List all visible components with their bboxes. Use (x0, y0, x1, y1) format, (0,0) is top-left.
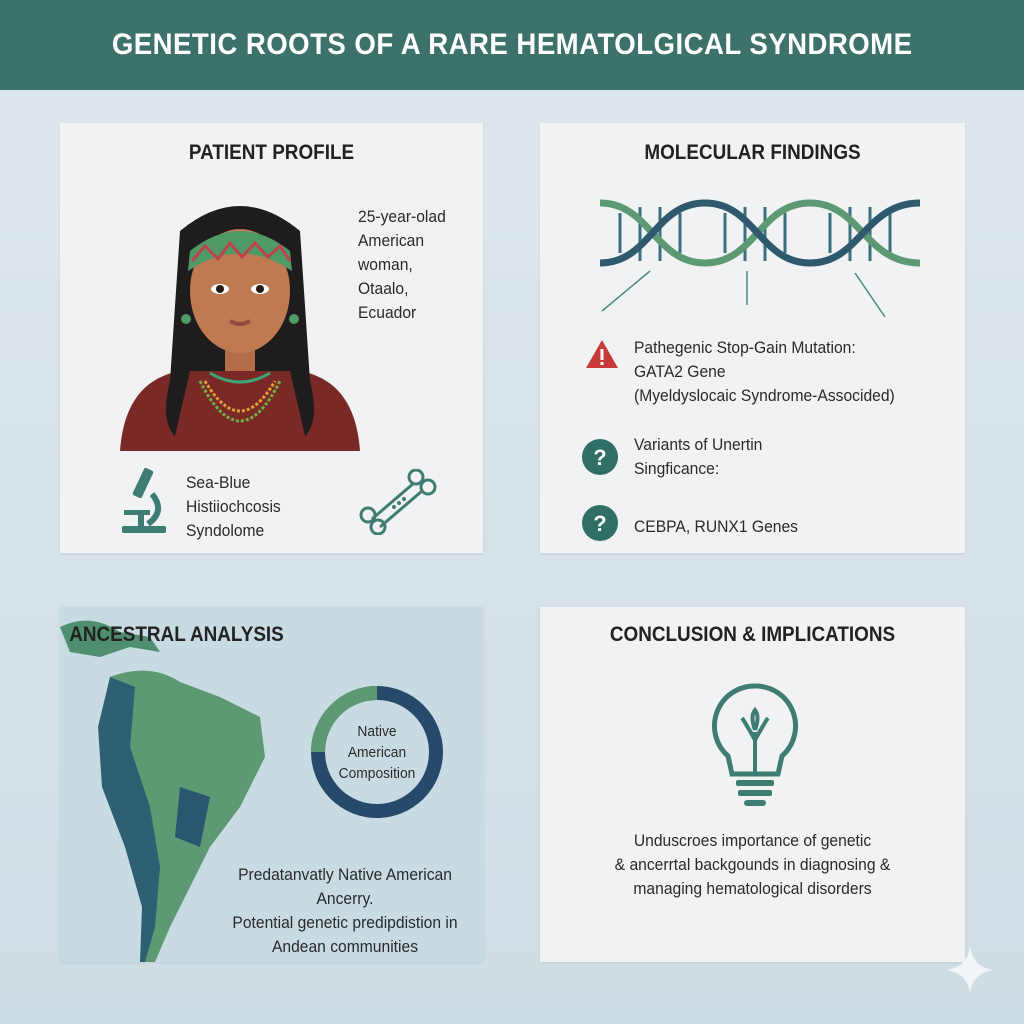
microscope-icon (122, 467, 166, 533)
ancestry-donut-chart (311, 686, 443, 818)
donut-green-segment (311, 686, 443, 818)
patient-line: Ecuador (358, 303, 417, 322)
donut-label-line: Composition (338, 765, 416, 782)
svg-text:?: ? (593, 511, 606, 536)
vus-finding: Variants of Unertin Singficance: (634, 433, 762, 481)
vus-genes: CEBPA, RUNX1 Genes (634, 517, 799, 536)
caption-line: Predatanvatly Native American Ancerry. (238, 865, 452, 908)
conclusion-line: & ancerrtal backgounds in diagnosing & (614, 855, 891, 874)
patient-description: 25-year-olad American woman, Otaalo, Ecu… (358, 205, 473, 325)
donut-label-line: Native (357, 723, 397, 740)
finding-line: Variants of Unertin (634, 435, 763, 454)
sparkle-icon (947, 947, 993, 993)
finding-line: Pathegenic Stop-Gain Mutation: (634, 338, 856, 357)
page-title: GENETIC ROOTS OF A RARE HEMATOLGICAL SYN… (111, 28, 913, 61)
pathogenic-finding: Pathegenic Stop-Gain Mutation: GATA2 Gen… (634, 336, 895, 408)
patient-line: American woman, (358, 231, 425, 274)
conclusion-line: managing hematological disorders (633, 879, 872, 898)
conclusion-line: Unduscroes importance of genetic (633, 831, 872, 850)
patient-line: 25-year-olad (358, 207, 446, 226)
conclusion-text: Unduscroes importance of genetic & ancer… (566, 829, 939, 901)
caption-line: Andean communities (271, 937, 419, 956)
finding-line: (Myeldyslocaic Syndrome-Associded) (634, 386, 895, 405)
diagnosis-line: Sea-Blue (186, 473, 251, 492)
patient-line: Otaalo, (358, 279, 409, 298)
dna-helix-icon (600, 199, 921, 318)
finding-line: Singficance: (634, 459, 720, 478)
finding-line: GATA2 Gene (634, 362, 726, 381)
donut-label-line: American (347, 744, 407, 761)
diagnosis-line: Histiiochcosis (186, 497, 281, 516)
lightbulb-icon (711, 683, 799, 806)
conclusion-panel: CONCLUSION & IMPLICATIONS Unduscroes imp… (540, 607, 965, 962)
panel-title: PATIENT PROFILE (188, 141, 355, 164)
bone-icon (359, 469, 437, 535)
header: GENETIC ROOTS OF A RARE HEMATOLGICAL SYN… (0, 0, 1024, 90)
patient-portrait (120, 206, 360, 451)
warning-icon (586, 340, 618, 368)
donut-label: Native American Composition (315, 721, 438, 784)
diagnosis-line: Syndolome (186, 521, 265, 540)
panel-title: MOLECULAR FINDINGS (644, 141, 861, 164)
molecular-findings-panel: MOLECULAR FINDINGS Pathegenic Stop-Gain … (540, 123, 965, 553)
patient-profile-panel: PATIENT PROFILE 25-year-olad American wo… (60, 123, 483, 553)
question-icon: ? (582, 439, 618, 475)
south-america-map (60, 620, 265, 962)
panel-title: ANCESTRAL ANALYSIS (69, 623, 284, 646)
caption-line: Potential genetic predipdistion in (232, 913, 458, 932)
ancestry-caption: Predatanvatly Native American Ancerry. P… (212, 863, 479, 959)
svg-text:?: ? (593, 445, 606, 470)
ancestral-analysis-panel: ANCESTRAL ANALYSIS Native American Compo… (60, 607, 483, 962)
question-icon: ? (582, 505, 618, 541)
panel-title: CONCLUSION & IMPLICATIONS (609, 623, 896, 646)
diagnosis-text: Sea-Blue Histiiochcosis Syndolome (186, 471, 281, 543)
